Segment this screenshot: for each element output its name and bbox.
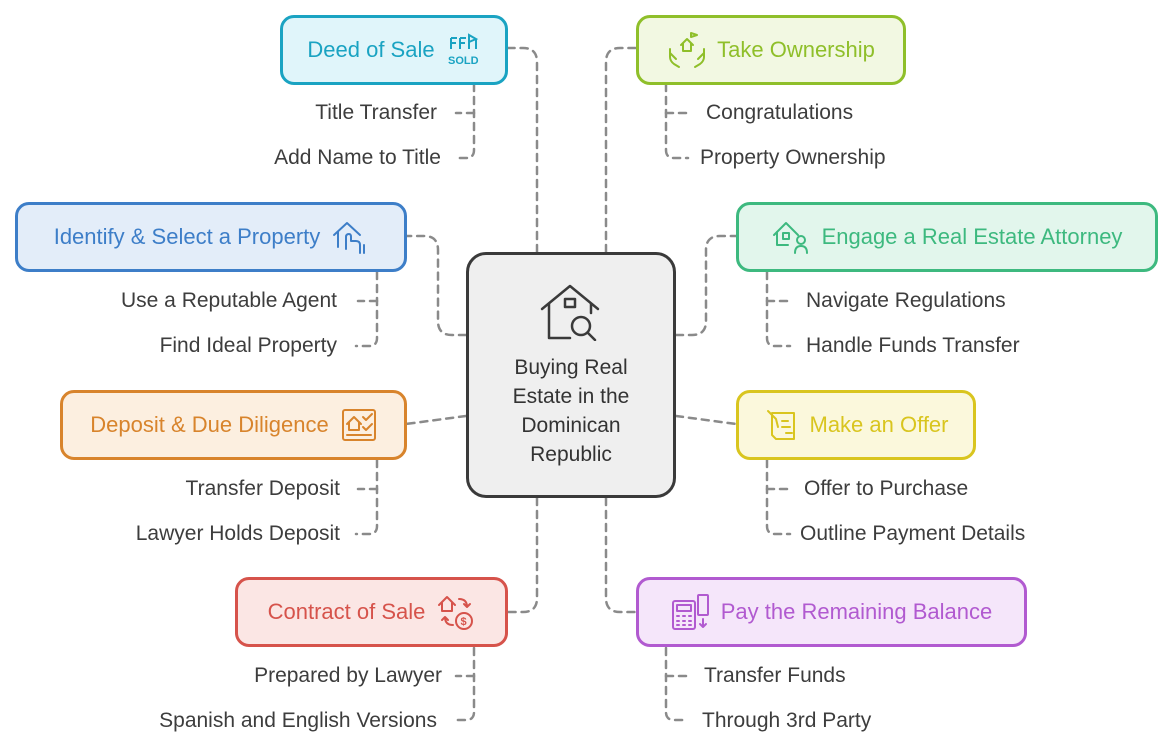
sub-prepared-by-lawyer: Prepared by Lawyer <box>254 664 442 687</box>
connector-deposit <box>404 414 468 426</box>
topic-label: Contract of Sale <box>267 599 426 624</box>
calculator-card-icon <box>671 593 711 631</box>
connector-attorney <box>674 234 738 337</box>
sub-title-transfer: Title Transfer <box>315 101 437 124</box>
house-hand-icon <box>332 219 368 255</box>
sub-through-3rd-party: Through 3rd Party <box>702 709 872 732</box>
connector-offer <box>674 414 738 426</box>
topic-label: Deposit & Due Diligence <box>90 412 329 437</box>
svg-text:$: $ <box>461 616 467 628</box>
sub-add-name-to-title: Add Name to Title <box>274 146 441 169</box>
checklist-house-icon <box>341 408 377 442</box>
topic-label: Pay the Remaining Balance <box>720 599 993 624</box>
topic-make-an-offer: Make an Offer <box>736 390 976 460</box>
hands-house-icon <box>667 31 707 69</box>
center-title: Buying Real Estate in the Dominican Repu… <box>512 356 630 466</box>
topic-deposit-due-diligence: Deposit & Due Diligence <box>60 390 407 460</box>
topic-label: Identify & Select a Property <box>53 224 321 249</box>
connector-deed <box>506 46 539 254</box>
house-exchange-icon: $ <box>437 593 475 631</box>
topic-identify-select-property: Identify & Select a Property <box>15 202 407 272</box>
sub-lawyer-holds-deposit: Lawyer Holds Deposit <box>135 522 340 545</box>
sub-congratulations: Congratulations <box>706 101 854 124</box>
connector-ownership <box>604 46 638 254</box>
topic-label: Take Ownership <box>717 37 875 62</box>
sub-transfer-deposit: Transfer Deposit <box>185 477 340 500</box>
sub-use-reputable-agent: Use a Reputable Agent <box>121 289 337 312</box>
topic-pay-remaining-balance: Pay the Remaining Balance <box>636 577 1027 647</box>
topic-label: Make an Offer <box>809 412 949 437</box>
connector-identify <box>404 234 468 337</box>
sold-sign-icon: SOLD <box>447 33 481 67</box>
offer-document-icon <box>764 407 800 443</box>
sub-outline-payment-details: Outline Payment Details <box>800 522 1026 545</box>
connector-balance <box>604 496 638 614</box>
topic-deed-of-sale: Deed of Sale SOLD <box>280 15 508 85</box>
sub-find-ideal-property: Find Ideal Property <box>159 334 337 357</box>
sub-offer-to-purchase: Offer to Purchase <box>804 477 969 500</box>
center-topic: Buying Real Estate in the Dominican Repu… <box>466 252 676 498</box>
sub-property-ownership: Property Ownership <box>700 146 886 169</box>
svg-text:SOLD: SOLD <box>448 55 479 67</box>
topic-take-ownership: Take Ownership <box>636 15 906 85</box>
topic-label: Deed of Sale <box>307 37 435 62</box>
sub-navigate-regulations: Navigate Regulations <box>806 289 1006 312</box>
sub-spanish-english-versions: Spanish and English Versions <box>159 709 437 732</box>
topic-engage-attorney: Engage a Real Estate Attorney <box>736 202 1158 272</box>
topic-label: Engage a Real Estate Attorney <box>821 224 1123 249</box>
house-person-icon <box>772 219 812 255</box>
topic-contract-of-sale: Contract of Sale $ <box>235 577 508 647</box>
sub-handle-funds-transfer: Handle Funds Transfer <box>806 334 1020 357</box>
house-search-icon <box>540 284 600 341</box>
sub-transfer-funds: Transfer Funds <box>704 664 846 687</box>
connector-contract <box>506 496 539 614</box>
